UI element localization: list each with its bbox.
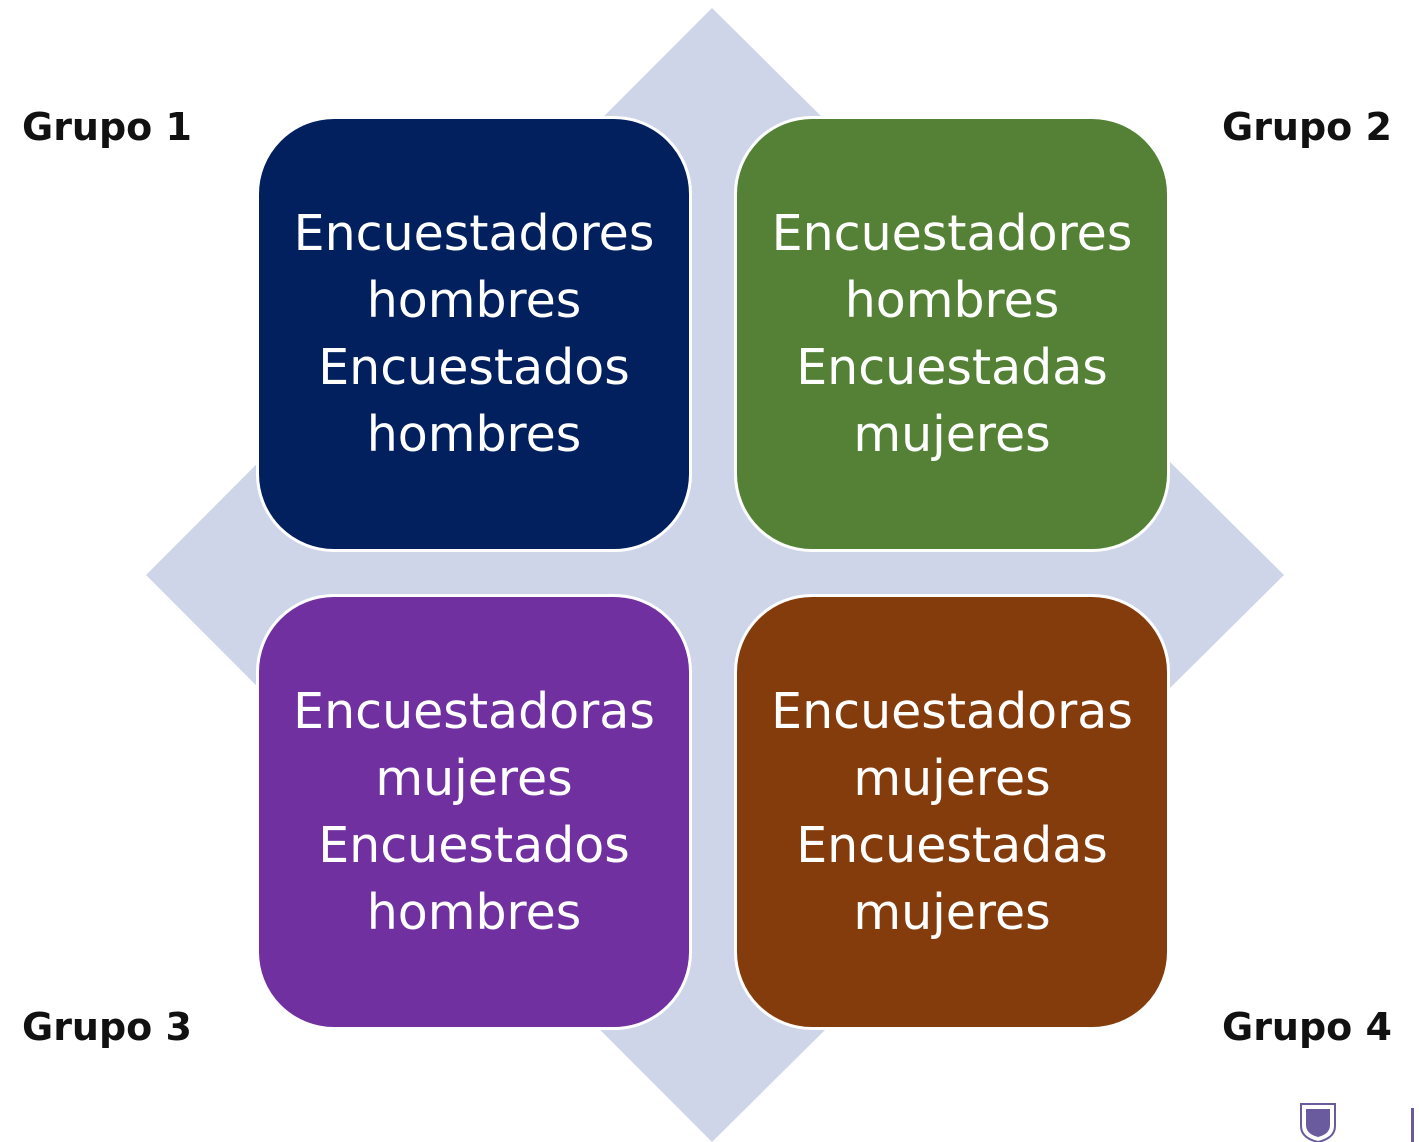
group-3-box: Encuestadoras mujeres Encuestados hombre… [256, 594, 692, 1030]
group-2-box: Encuestadores hombres Encuestadas mujere… [734, 116, 1170, 552]
group-4-label: Grupo 4 [1222, 1005, 1392, 1049]
group-1-label: Grupo 1 [22, 105, 192, 149]
group-4-text: Encuestadoras mujeres Encuestadas mujere… [771, 683, 1133, 941]
group-2-text: Encuestadores hombres Encuestadas mujere… [771, 205, 1133, 463]
group-3-text: Encuestadoras mujeres Encuestados hombre… [293, 683, 655, 941]
group-4-box: Encuestadoras mujeres Encuestadas mujere… [734, 594, 1170, 1030]
group-1-box: Encuestadores hombres Encuestados hombre… [256, 116, 692, 552]
group-2-label: Grupo 2 [1222, 105, 1392, 149]
group-1-text: Encuestadores hombres Encuestados hombre… [293, 205, 655, 463]
university-crest-icon [1300, 1103, 1414, 1142]
group-3-label: Grupo 3 [22, 1005, 192, 1049]
